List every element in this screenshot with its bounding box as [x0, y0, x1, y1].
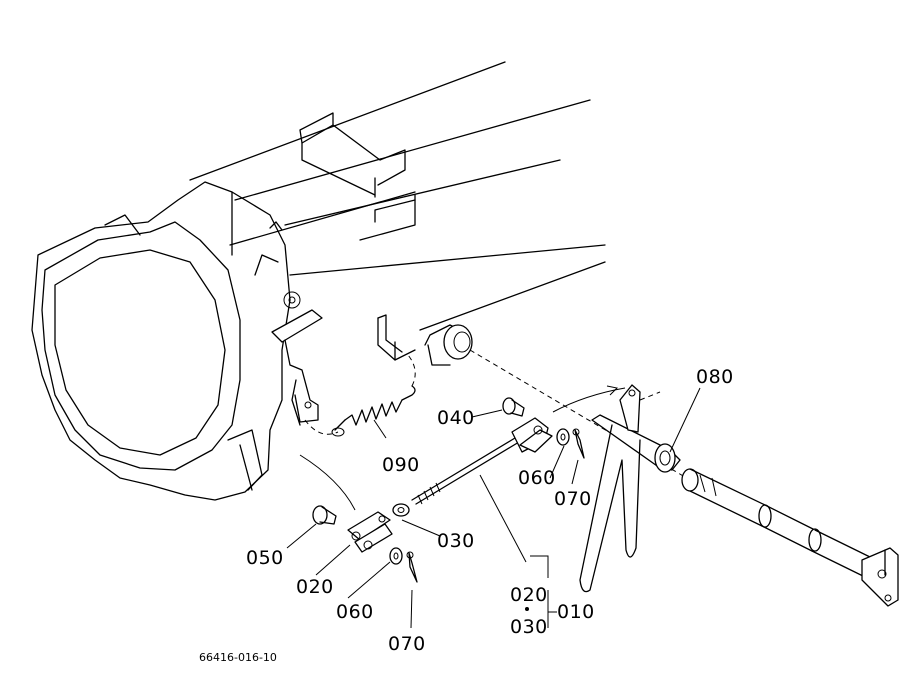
cotter-pin-070-right [572, 428, 585, 459]
mounting-bracket [299, 112, 406, 198]
callout-060-left: 060 [336, 601, 374, 623]
callout-090: 090 [382, 454, 420, 476]
washer-060-left [389, 547, 403, 565]
clevis-front [347, 511, 393, 553]
spring-anchor-bracket [377, 314, 416, 361]
callout-020-sub: 020 [510, 584, 548, 606]
lock-nut [392, 503, 410, 517]
clevis-pin-050 [312, 505, 337, 525]
callout-060-right: 060 [518, 467, 556, 489]
callout-070-left: 070 [388, 633, 426, 655]
callout-080: 080 [696, 366, 734, 388]
clutch-housing [31, 181, 291, 501]
callout-010: 010 [557, 601, 595, 623]
cotter-pin-070-left [406, 551, 418, 583]
sub-bullet [525, 607, 529, 611]
callout-030-sub: 030 [510, 616, 548, 638]
callout-020: 020 [296, 576, 334, 598]
callout-050: 050 [246, 547, 284, 569]
threaded-rod [411, 437, 520, 505]
callout-040: 040 [437, 407, 475, 429]
leader-lines [286, 385, 701, 629]
callout-070-right: 070 [554, 488, 592, 510]
callout-030: 030 [437, 530, 475, 552]
drawing-code: 66416-016-10 [199, 651, 277, 664]
clevis-pin-040 [502, 397, 525, 417]
frame-rails [189, 61, 606, 331]
shaft-boss [424, 324, 691, 481]
pedal-lever [579, 384, 681, 593]
cross-shaft [681, 468, 899, 607]
callouts: 080 040 090 060 070 030 050 020 060 070 … [199, 366, 734, 664]
return-spring [304, 354, 416, 437]
washer-060-right [556, 428, 570, 446]
shift-arm-bracket [271, 291, 323, 426]
clevis-rear [511, 417, 553, 453]
